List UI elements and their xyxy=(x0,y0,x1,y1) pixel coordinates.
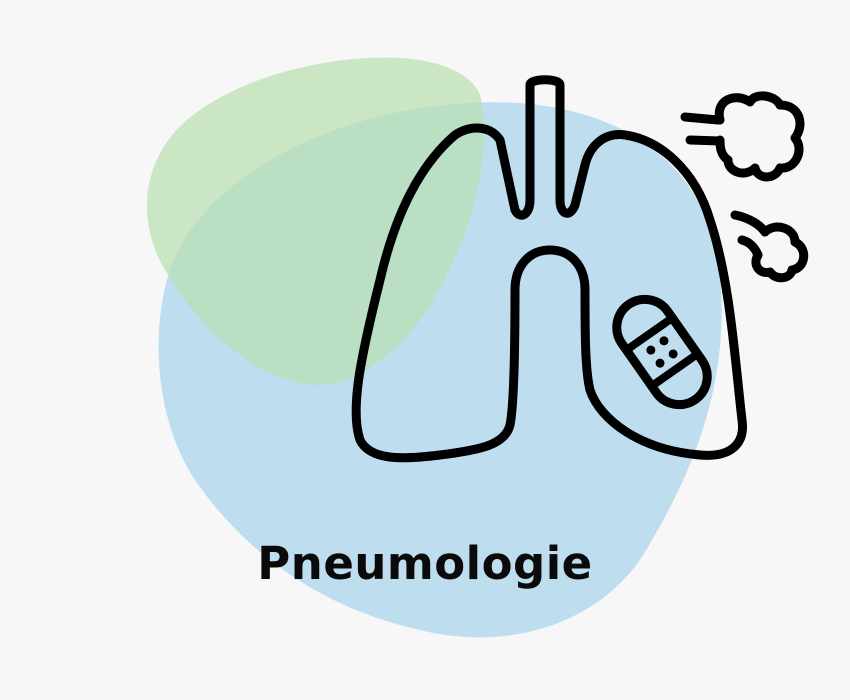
cough-cloud-small-icon xyxy=(730,210,809,283)
bandage-icon xyxy=(612,294,712,410)
specialty-title: Pneumologie xyxy=(257,537,593,590)
blob-green xyxy=(147,57,485,385)
cough-cloud-large-icon xyxy=(680,91,805,182)
lungs-icon xyxy=(351,75,747,463)
background-blobs xyxy=(147,57,722,638)
